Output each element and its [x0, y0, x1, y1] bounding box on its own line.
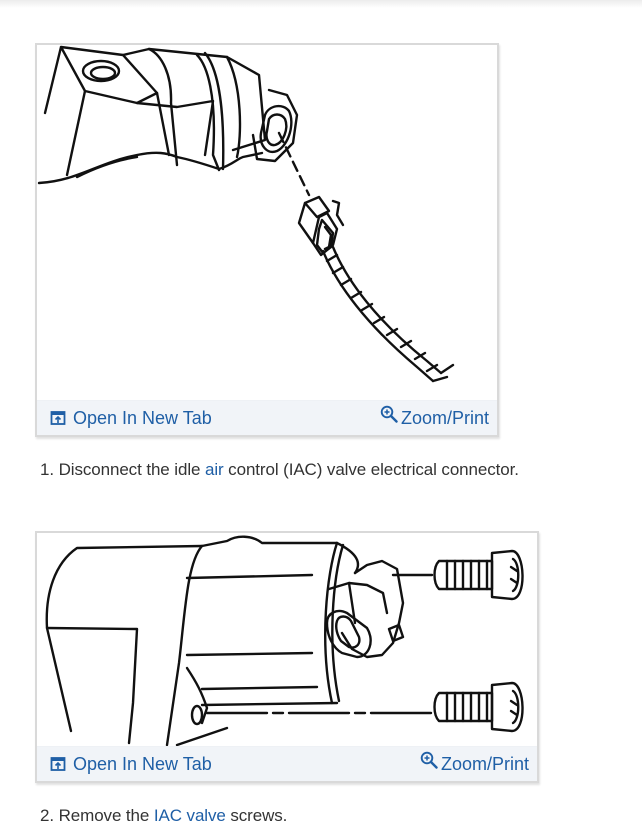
open-in-new-tab-icon	[50, 411, 66, 425]
figure-2-footer: Open In New Tab Zoom/Print	[37, 746, 537, 781]
air-link[interactable]: air	[204, 460, 224, 479]
zoom-print-label: Zoom/Print	[400, 407, 489, 428]
figure-card-2: Open In New Tab Zoom/Print	[35, 531, 539, 783]
zoom-print-label: Zoom/Print	[440, 753, 529, 774]
step-1-number: 1.	[40, 460, 54, 479]
step-1-text-after: control (IAC) valve electrical connector…	[223, 460, 519, 479]
figure-1-illustration[interactable]	[37, 45, 497, 401]
zoom-print-link[interactable]: Zoom/Print	[420, 751, 529, 775]
open-in-new-tab-link[interactable]: Open In New Tab	[50, 408, 212, 429]
step-2-text: 2. Remove the IAC valve screws.	[40, 806, 287, 826]
open-in-new-tab-label: Open In New Tab	[73, 753, 212, 774]
iac-valve-link[interactable]: IAC valve	[153, 806, 226, 825]
figure-1-footer: Open In New Tab Zoom/Print	[37, 400, 497, 435]
open-in-new-tab-label: Open In New Tab	[73, 407, 212, 428]
figure-card-1: Open In New Tab Zoom/Print	[35, 43, 499, 437]
step-2-number: 2.	[40, 806, 54, 825]
top-shadow	[0, 0, 642, 8]
open-in-new-tab-link[interactable]: Open In New Tab	[50, 754, 212, 775]
step-1-text-before: Disconnect the idle	[53, 460, 205, 479]
iac-connector-diagram-icon	[37, 45, 455, 383]
zoom-print-link[interactable]: Zoom/Print	[380, 405, 489, 429]
zoom-in-icon	[420, 751, 438, 769]
zoom-in-icon	[380, 405, 398, 423]
step-2-text-after: screws.	[225, 806, 288, 825]
iac-valve-screws-diagram-icon	[45, 535, 524, 746]
step-2-text-before: Remove the	[53, 806, 154, 825]
step-1-text: 1. Disconnect the idle air control (IAC)…	[40, 460, 519, 480]
open-in-new-tab-icon	[50, 757, 66, 771]
figure-2-illustration[interactable]	[37, 533, 537, 746]
